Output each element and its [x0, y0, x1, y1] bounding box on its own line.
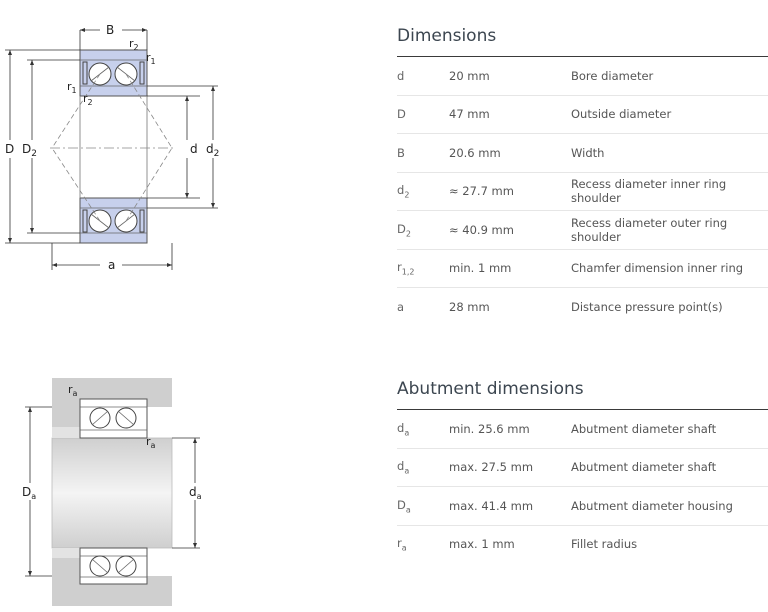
row-description: Recess diameter outer ring shoulder	[571, 215, 728, 244]
row-value: max. 41.4 mm	[449, 498, 534, 513]
row-symbol: da	[397, 420, 410, 437]
housing-top	[52, 378, 172, 399]
row-description: Abutment diameter housing	[571, 498, 733, 513]
bearing-cross-section	[50, 49, 175, 244]
table-row: da max. 27.5 mm Abutment diameter shaft	[397, 449, 768, 487]
bearing-drawings: B r2 r1 r1 r2 D D2 d d2 a	[5, 23, 219, 606]
label-D2: D2	[22, 142, 37, 159]
table-row: d 20 mm Bore diameter	[397, 57, 768, 96]
row-value: min. 1 mm	[449, 261, 512, 276]
row-description: Bore diameter	[571, 68, 654, 83]
row-symbol: B	[397, 145, 405, 160]
label-D: D	[5, 142, 14, 156]
row-symbol: r1,2	[397, 260, 415, 277]
label-d: d	[190, 142, 198, 156]
dimensions-title: Dimensions	[397, 22, 768, 57]
row-description: Distance pressure point(s)	[571, 299, 723, 314]
row-value: max. 27.5 mm	[449, 460, 534, 475]
abutment-table: da min. 25.6 mm Abutment diameter shaft da m…	[397, 410, 768, 563]
label-a: a	[108, 258, 115, 272]
label-r2-left: r2	[83, 92, 93, 107]
table-row: d2 ≈ 27.7 mm Recess diameter inner ring sh…	[397, 173, 768, 211]
row-description: Outside diameter	[571, 107, 672, 122]
row-value: ≈ 40.9 mm	[449, 222, 514, 237]
row-value: min. 25.6 mm	[449, 421, 530, 436]
row-symbol: Da	[397, 497, 411, 514]
label-ra-right: ra	[146, 435, 156, 450]
label-d2: d2	[206, 142, 219, 159]
row-value: 20 mm	[449, 68, 490, 83]
shaft	[51, 437, 173, 549]
dimension-lines-top	[5, 29, 218, 270]
housing-bottom	[52, 584, 172, 606]
row-value: 28 mm	[449, 299, 490, 314]
table-row: r1,2 min. 1 mm Chamfer dimension inner rin…	[397, 250, 768, 288]
row-description: Abutment diameter shaft	[571, 421, 717, 436]
row-symbol: d	[397, 68, 405, 83]
row-value: 47 mm	[449, 107, 490, 122]
row-symbol: D2	[397, 221, 411, 238]
abutment-section: Abutment dimensions da min. 25.6 mm Abutme…	[397, 375, 768, 563]
label-B: B	[106, 23, 114, 37]
row-description: Abutment diameter shaft	[571, 460, 717, 475]
label-da: da	[189, 485, 202, 501]
row-value: 20.6 mm	[449, 145, 501, 160]
label-Da: Da	[22, 485, 36, 501]
table-row: ra max. 1 mm Fillet radius	[397, 526, 768, 564]
row-description: Chamfer dimension inner ring	[571, 261, 744, 276]
row-symbol: d2	[397, 183, 410, 200]
table-row: D 47 mm Outside diameter	[397, 96, 768, 134]
label-r1-left: r1	[67, 80, 77, 95]
table-row: da min. 25.6 mm Abutment diameter shaft	[397, 410, 768, 449]
table-row: D2 ≈ 40.9 mm Recess diameter outer ring sh…	[397, 211, 768, 250]
dimension-lines-bottom	[25, 406, 200, 577]
row-description: Width	[571, 145, 605, 160]
row-description: Fillet radius	[571, 537, 638, 552]
abutment-title: Abutment dimensions	[397, 375, 768, 410]
label-r2-top: r2	[129, 37, 139, 52]
row-symbol: D	[397, 107, 406, 122]
abutment-drawing	[51, 378, 173, 606]
table-row: a 28 mm Distance pressure point(s)	[397, 288, 768, 326]
row-symbol: da	[397, 459, 410, 476]
row-value: ≈ 27.7 mm	[449, 184, 514, 199]
label-r1-top: r1	[146, 51, 156, 66]
row-description: Recess diameter inner ring shoulder	[571, 177, 727, 206]
row-symbol: ra	[397, 536, 407, 553]
table-row: Da max. 41.4 mm Abutment diameter housing	[397, 487, 768, 526]
table-row: B 20.6 mm Width	[397, 134, 768, 173]
label-ra-top: ra	[68, 383, 78, 398]
row-value: max. 1 mm	[449, 537, 515, 552]
row-symbol: a	[397, 299, 405, 314]
